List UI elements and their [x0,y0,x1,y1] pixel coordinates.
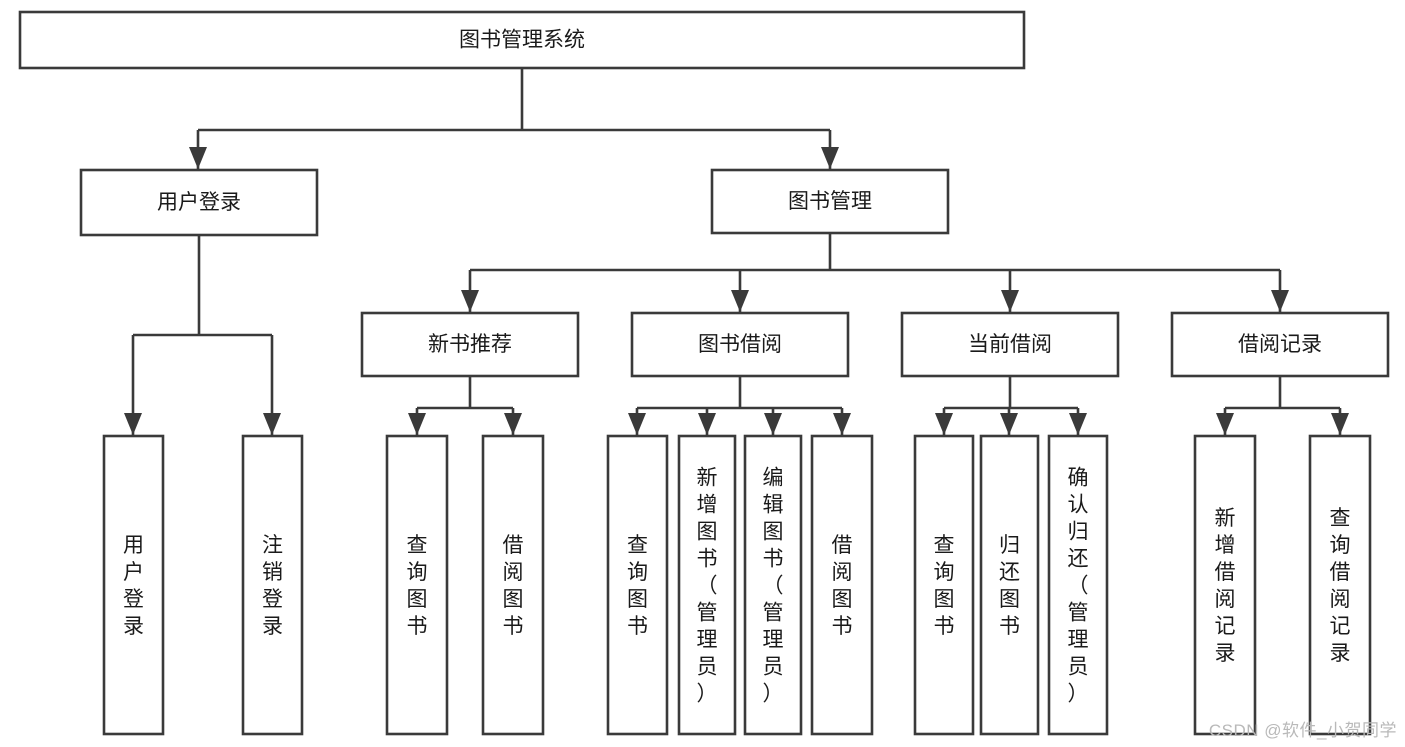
leaf-label: 编辑图书（管理员） [763,467,784,706]
arrow-head-icon [764,413,782,435]
leaf-node[interactable]: 新增借阅记录 [1193,434,1257,736]
leaf-box[interactable] [1047,434,1109,736]
arrow-head-icon [935,413,953,435]
arrow-head-icon [408,413,426,435]
leaf-box[interactable] [677,434,737,736]
leaf-node[interactable]: 用户登录 [102,434,165,736]
leaf-label: 确认归还（管理员） [1068,467,1089,706]
leaf-label: 查询借阅记录 [1330,507,1351,665]
leaf-box[interactable] [1308,434,1372,736]
leaf-box[interactable] [913,434,975,736]
leaf-box[interactable] [810,434,874,736]
level2-label: 图书借阅 [698,333,782,356]
arrow-head-icon [628,413,646,435]
level1-node[interactable]: 用户登录 [79,168,319,237]
root-node[interactable]: 图书管理系统 [18,10,1026,70]
leaf-node[interactable]: 查询图书 [606,434,669,736]
leaf-label: 查询图书 [934,534,955,638]
leaf-label: 新增图书（管理员） [697,467,718,706]
arrow-head-icon [821,147,839,169]
leaf-label: 注销登录 [262,534,283,638]
leaf-box[interactable] [1193,434,1257,736]
leaf-node[interactable]: 借阅图书 [481,434,545,736]
level2-box[interactable] [900,311,1120,378]
leaf-box[interactable] [606,434,669,736]
arrow-head-icon [1331,413,1349,435]
arrow-head-icon [189,147,207,169]
level2-label: 新书推荐 [428,333,512,356]
leaf-label: 用户登录 [123,534,144,638]
leaf-label: 查询图书 [627,534,648,638]
arrow-head-icon [1069,413,1087,435]
leaf-node[interactable]: 编辑图书（管理员） [743,434,803,736]
arrow-head-icon [1000,413,1018,435]
leaf-node[interactable]: 借阅图书 [810,434,874,736]
level2-node[interactable]: 借阅记录 [1170,311,1390,378]
level1-box[interactable] [79,168,319,237]
leaf-box[interactable] [481,434,545,736]
root-label: 图书管理系统 [459,29,585,52]
level2-label: 当前借阅 [968,333,1052,356]
arrow-head-icon [504,413,522,435]
leaf-label: 查询图书 [407,534,428,638]
arrow-head-icon [731,290,749,312]
leaf-node[interactable]: 查询图书 [385,434,449,736]
leaf-node[interactable]: 归还图书 [979,434,1040,736]
leaf-box[interactable] [979,434,1040,736]
arrow-head-icon [698,413,716,435]
arrow-head-icon [1216,413,1234,435]
leaf-label: 归还图书 [999,534,1020,638]
leaf-node[interactable]: 新增图书（管理员） [677,434,737,736]
leaf-box[interactable] [241,434,304,736]
level2-node[interactable]: 当前借阅 [900,311,1120,378]
leaf-node[interactable]: 确认归还（管理员） [1047,434,1109,736]
level2-box[interactable] [360,311,580,378]
leaf-node[interactable]: 查询图书 [913,434,975,736]
leaf-box[interactable] [743,434,803,736]
level1-box[interactable] [710,168,950,235]
node-layer: 图书管理系统用户登录图书管理新书推荐图书借阅当前借阅借阅记录用户登录注销登录查询… [18,10,1390,736]
arrow-head-icon [1271,290,1289,312]
leaf-node[interactable]: 查询借阅记录 [1308,434,1372,736]
root-box[interactable] [18,10,1026,70]
leaf-label: 借阅图书 [832,534,853,638]
leaf-label: 新增借阅记录 [1215,507,1236,665]
arrow-head-icon [1001,290,1019,312]
leaf-box[interactable] [102,434,165,736]
arrow-head-icon [124,413,142,435]
level2-box[interactable] [1170,311,1390,378]
leaf-box[interactable] [385,434,449,736]
leaf-label: 借阅图书 [503,534,524,638]
arrow-head-icon [833,413,851,435]
level2-node[interactable]: 新书推荐 [360,311,580,378]
connector-layer [124,68,1349,435]
level1-label: 用户登录 [157,191,241,214]
arrow-head-icon [461,290,479,312]
level1-label: 图书管理 [788,190,872,213]
level2-box[interactable] [630,311,850,378]
level2-node[interactable]: 图书借阅 [630,311,850,378]
level2-label: 借阅记录 [1238,333,1322,356]
level1-node[interactable]: 图书管理 [710,168,950,235]
leaf-node[interactable]: 注销登录 [241,434,304,736]
arrow-head-icon [263,413,281,435]
